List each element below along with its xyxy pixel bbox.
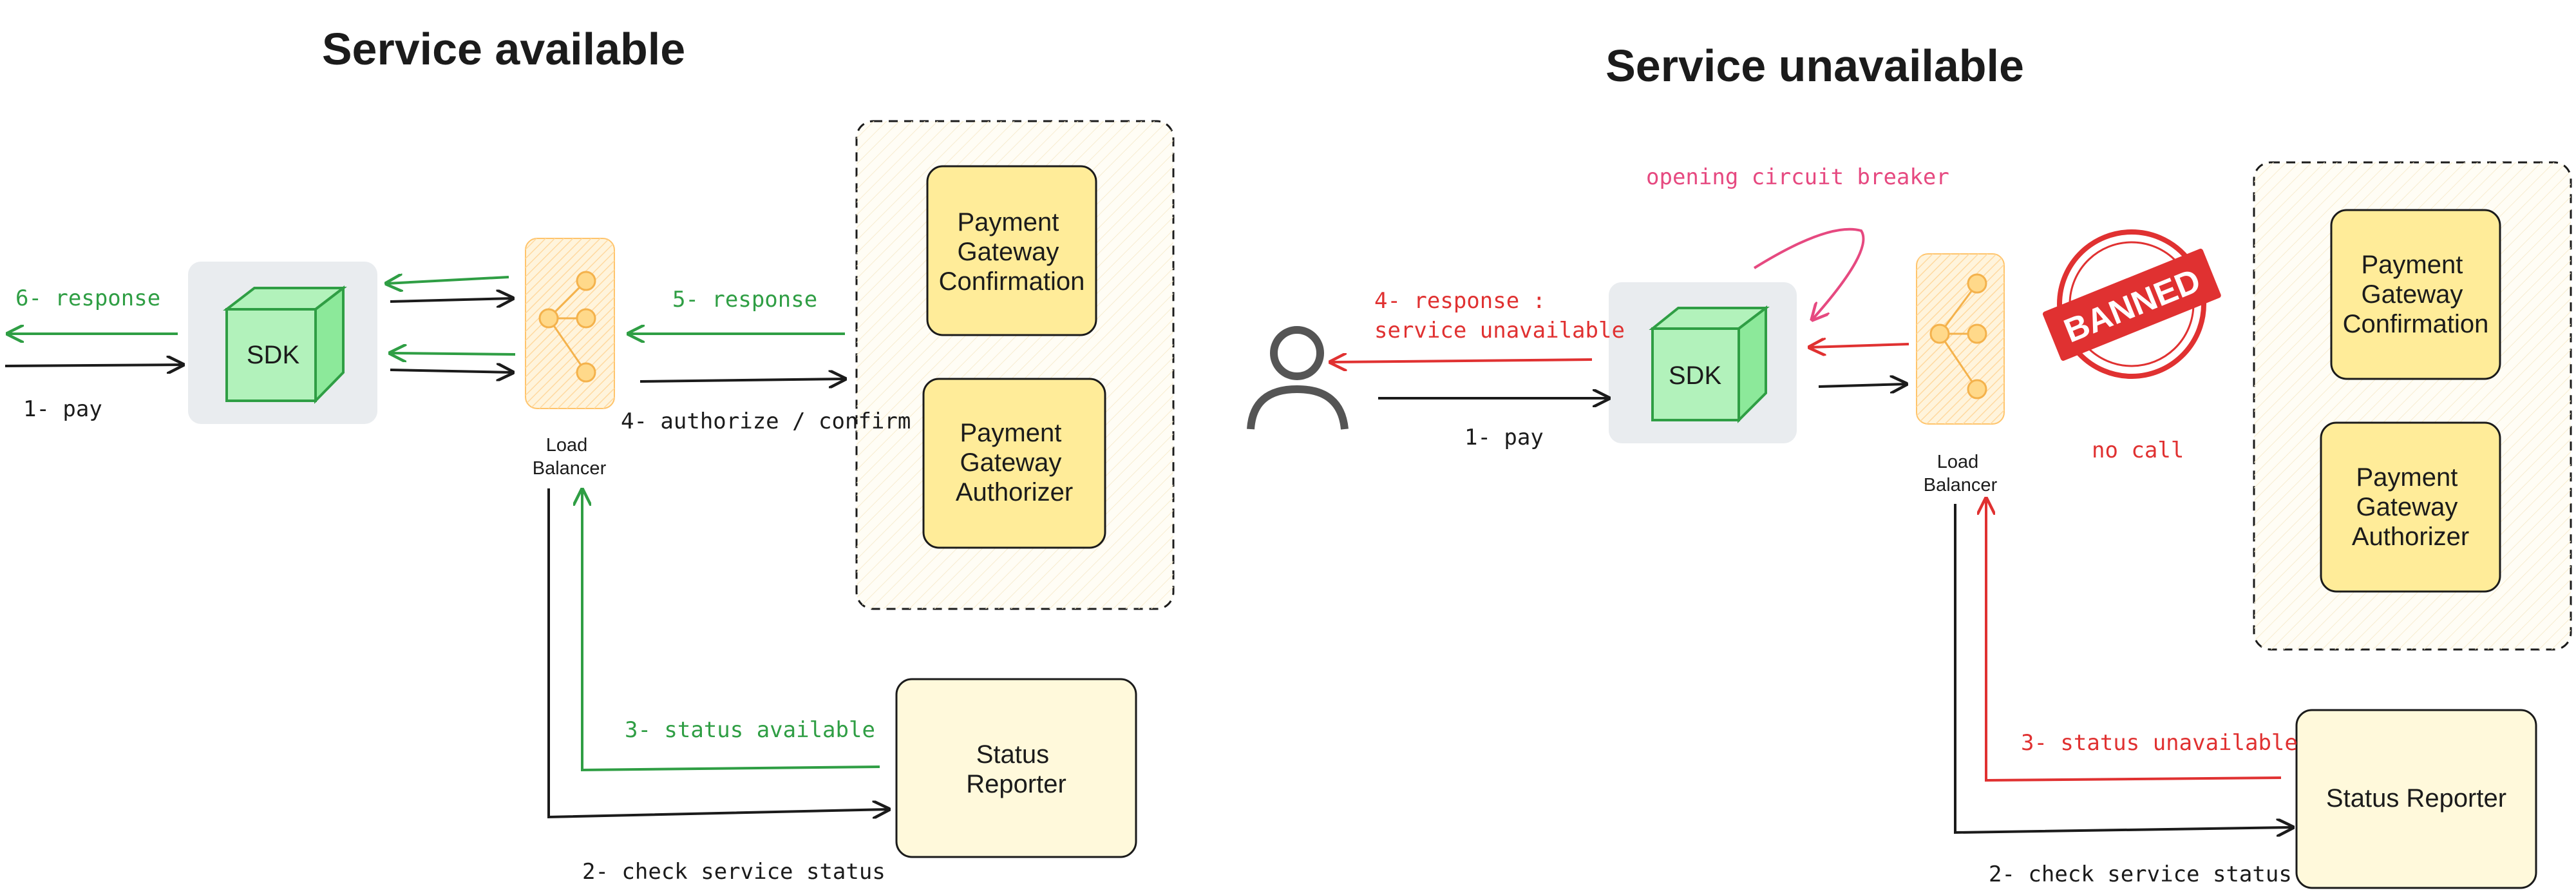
sdk-box-right: SDK [1609,282,1797,443]
arrow-sdk-to-lb-2 [390,370,513,372]
left-arrows [5,277,889,817]
load-balancer-icon [1929,273,1987,399]
label-status-3-right: 3- status unavailable [2021,730,2298,756]
cube-icon [223,285,347,404]
svg-text:Status Reporter: Status Reporter [966,740,1066,798]
confirmation-right-line-2: Gateway [2362,280,2463,309]
load-balancer-right: Load Balancer [1916,253,2005,496]
arrow-lb-to-sdk-1 [386,277,509,284]
arrow-check-2 [547,488,889,817]
label-no-call: no call [2092,438,2184,463]
sdk-label: SDK [247,341,300,369]
label-circuit-breaker: opening circuit breaker [1646,164,1949,190]
title-service-unavailable: Service unavailable [1605,41,2024,91]
label-pay-1-right: 1- pay [1464,425,1544,450]
arrow-status-3-right [1986,499,2282,782]
payment-gateway-authorizer-right: Payment Gateway Authorizer [2320,421,2501,593]
svg-text:Payment Gateway Co: Payment Gateway Confirmation [2343,251,2489,338]
label-authorize-4: 4- authorize / confirm [621,409,911,434]
authorizer-line-3: Authorizer [956,478,1073,506]
label-check-2: 2- check service status [582,859,886,885]
status-reporter-line-1: Status [976,740,1049,769]
sdk-box: SDK [188,262,377,424]
authorizer-line-2: Gateway [960,448,1062,477]
confirmation-line-1: Payment [958,208,1059,236]
arrow-check-2-right [1954,504,2293,832]
banned-stamp-icon: BANNED [2042,229,2221,379]
authorizer-right-line-3: Authorizer [2352,523,2469,551]
arrow-sdk-to-lb-1 [390,298,513,302]
label-status-3: 3- status available [625,717,875,743]
svg-text:Load Balancer: Load Balancer [1924,452,1998,496]
authorizer-line-1: Payment [960,419,1062,447]
confirmation-right-line-3: Confirmation [2343,310,2489,338]
svg-text:Payment Gateway Au: Payment Gateway Authorizer [2352,463,2469,551]
load-balancer: Load Balancer [525,238,615,479]
status-reporter-right-label: Status Reporter [2326,784,2506,813]
sdk-label-right: SDK [1669,361,1722,390]
label-response-6: 6- response [15,285,160,311]
confirmation-line-3: Confirmation [939,267,1085,296]
arrow-response-4-right [1331,360,1593,362]
confirmation-line-2: Gateway [958,238,1059,266]
payment-gateway-authorizer: Payment Gateway Authorizer [922,378,1106,549]
arrow-lb-to-sdk-2 [390,353,516,354]
title-service-available: Service available [322,24,685,74]
authorizer-right-line-2: Gateway [2356,493,2458,521]
label-response-4-line-1: 4- response : [1374,288,1546,314]
arrow-authorize-4 [639,379,845,381]
arrow-sdk-to-lb-right [1818,384,1906,387]
payment-gateway-confirmation-right: Payment Gateway Confirmation [2330,209,2501,380]
arrow-pay-1 [5,365,183,366]
label-check-2-right: 2- check service status [1989,861,2292,887]
load-balancer-icon [538,271,596,383]
status-reporter: Status Reporter [895,678,1137,858]
arrow-circuit-breaker [1753,227,1865,320]
authorizer-right-line-1: Payment [2356,463,2458,492]
confirmation-right-line-1: Payment [2362,251,2463,279]
payment-gateway-confirmation: Payment Gateway Confirmation [926,165,1097,336]
status-reporter-right: Status Reporter [2295,709,2537,889]
label-pay-1: 1- pay [23,396,102,422]
svg-text:Payment Gateway Co: Payment Gateway Confirmation [939,208,1085,296]
svg-text:Load Balancer: Load Balancer [533,435,607,479]
arrow-lb-to-sdk-right [1810,344,1909,347]
label-response-4-line-2: service unavailable [1374,318,1625,343]
load-balancer-right-label-2: Balancer [1924,475,1998,496]
svg-text:Payment Gateway Au: Payment Gateway Authorizer [956,419,1073,506]
right-arrows [1331,227,2293,832]
load-balancer-label-1: Load [546,435,588,456]
load-balancer-right-label-1: Load [1937,452,1979,472]
user-icon [1247,326,1349,430]
load-balancer-label-2: Balancer [533,458,607,479]
label-response-5: 5- response [672,287,817,313]
status-reporter-line-2: Reporter [966,770,1066,798]
arrow-status-3 [582,490,880,772]
cube-icon [1649,305,1770,423]
